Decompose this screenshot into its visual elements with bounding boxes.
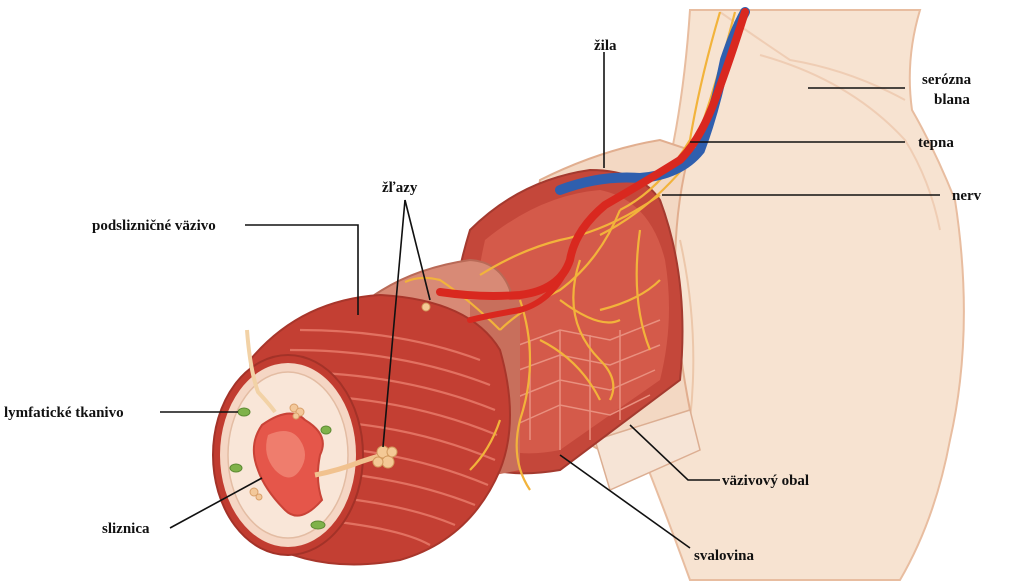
label-serozna-1: serózna [922, 72, 972, 88]
label-svalovina: svalovina [694, 548, 755, 564]
labels: žila serózna blana tepna nerv žľazy pods… [4, 38, 982, 564]
label-tepna: tepna [918, 135, 954, 151]
label-podsliznicne-vazivo: podslizničné väzivo [92, 218, 216, 234]
label-lymfaticke-tkanivo: lymfatické tkanivo [4, 405, 124, 421]
glands [245, 302, 431, 478]
artery [436, 8, 749, 323]
leader-lines [160, 52, 940, 549]
label-sliznica: sliznica [102, 521, 150, 537]
label-zila: žila [594, 38, 617, 54]
label-zlazy: žľazy [382, 180, 418, 196]
label-serozna-2: blana [934, 92, 970, 108]
lymphatic-nodules [229, 407, 332, 530]
cross-section [212, 354, 364, 556]
label-vazivovy-obal: väzivový obal [722, 473, 809, 489]
label-nerv: nerv [952, 188, 982, 204]
